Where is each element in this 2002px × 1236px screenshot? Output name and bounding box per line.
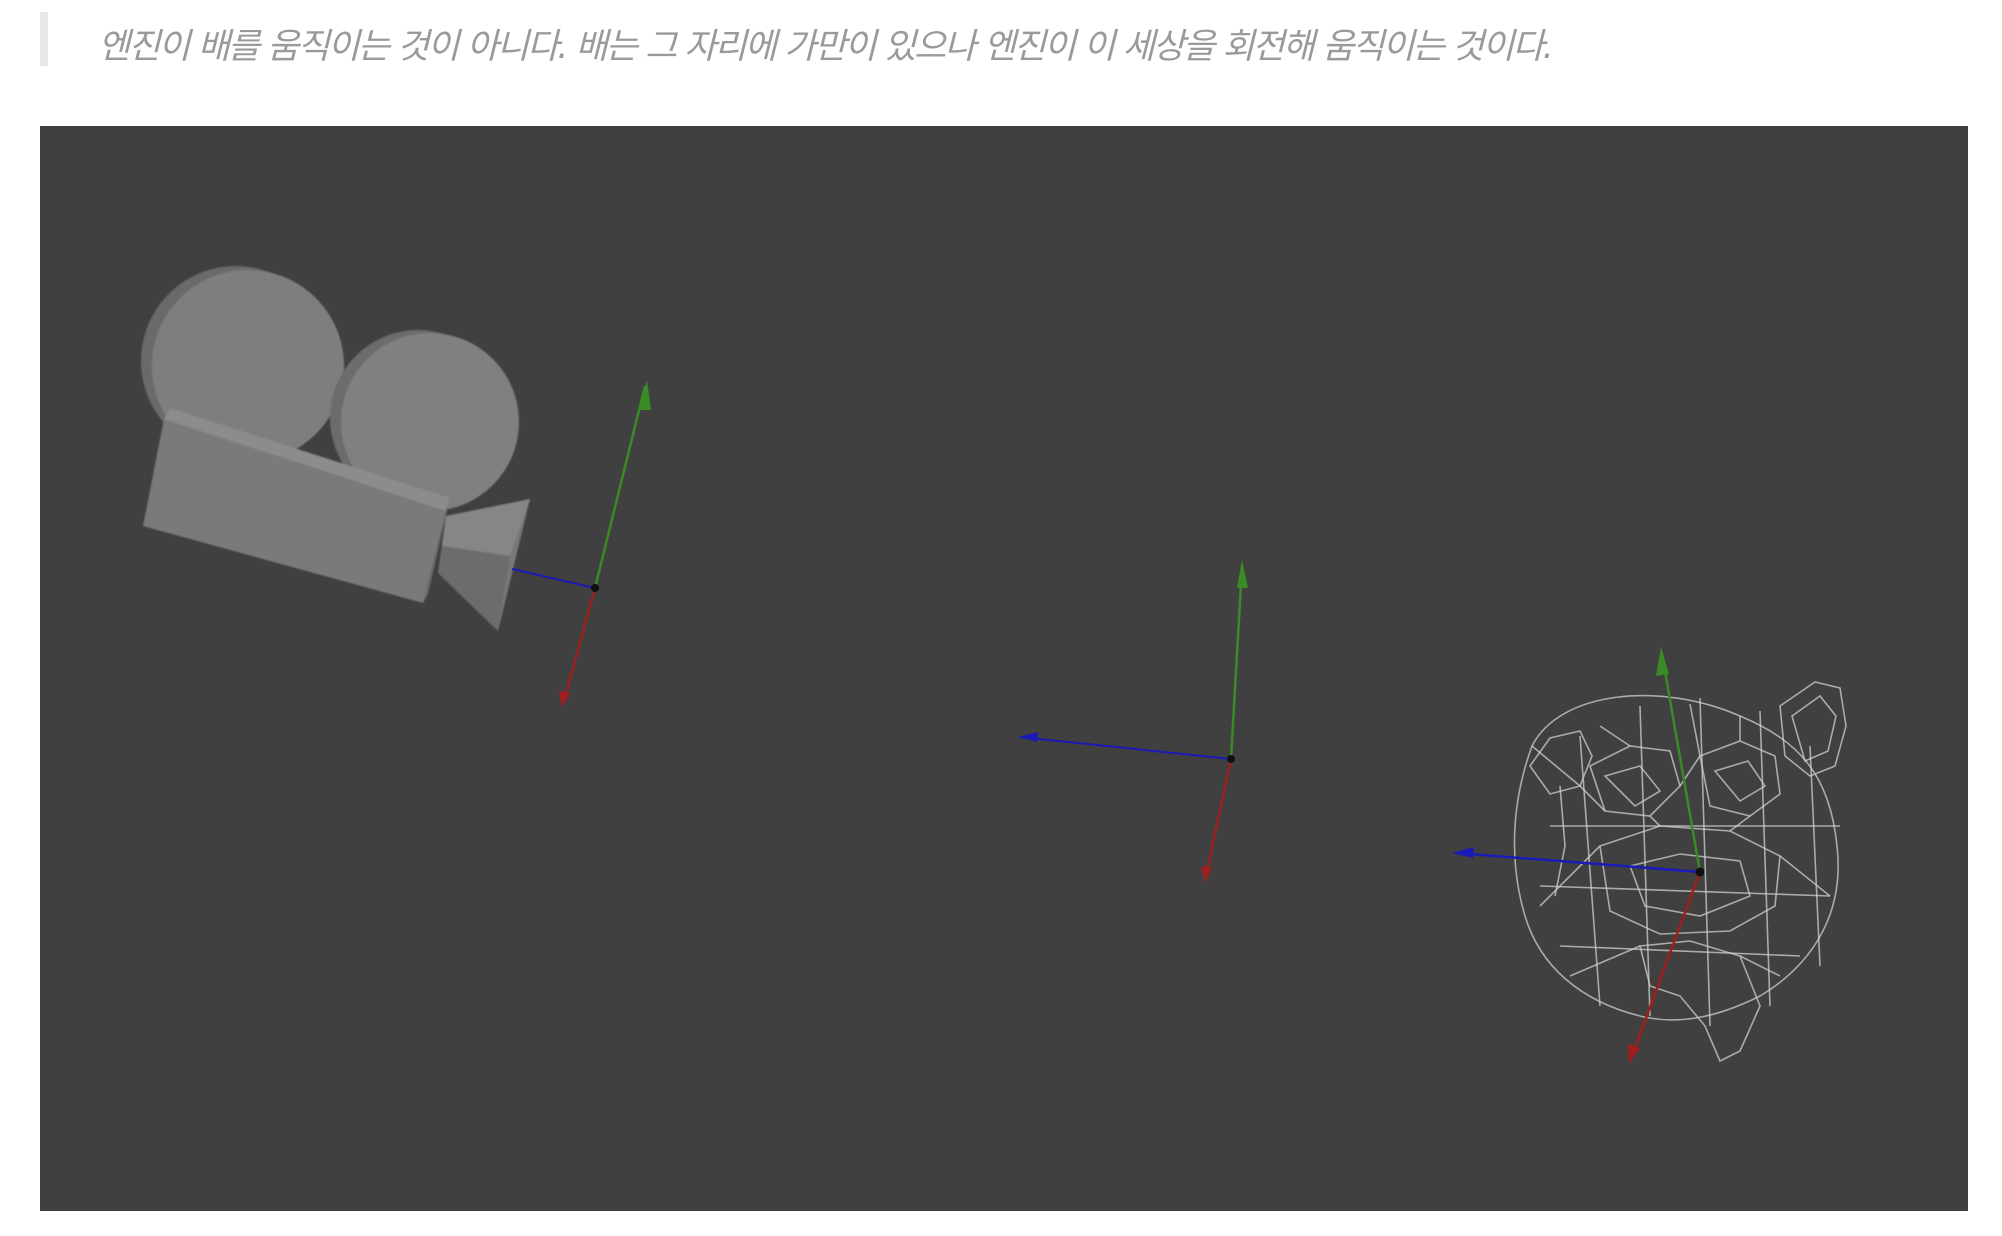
wireframe-mesh-icon [1513,681,1847,1063]
blockquote: 엔진이 배를 움직이는 것이 아니다. 배는 그 자리에 가만이 있으나 엔진이… [40,12,1940,67]
quote-text: 엔진이 배를 움직이는 것이 아니다. 배는 그 자리에 가만이 있으나 엔진이… [98,27,1554,67]
movie-camera-icon [141,266,530,631]
scene-svg [141,266,1847,1064]
world-origin-axes-gizmo [1018,560,1248,883]
mesh-axes-gizmo [1452,647,1705,1064]
scene-viewport-image [40,126,1968,1211]
camera-axes-gizmo [511,380,651,708]
